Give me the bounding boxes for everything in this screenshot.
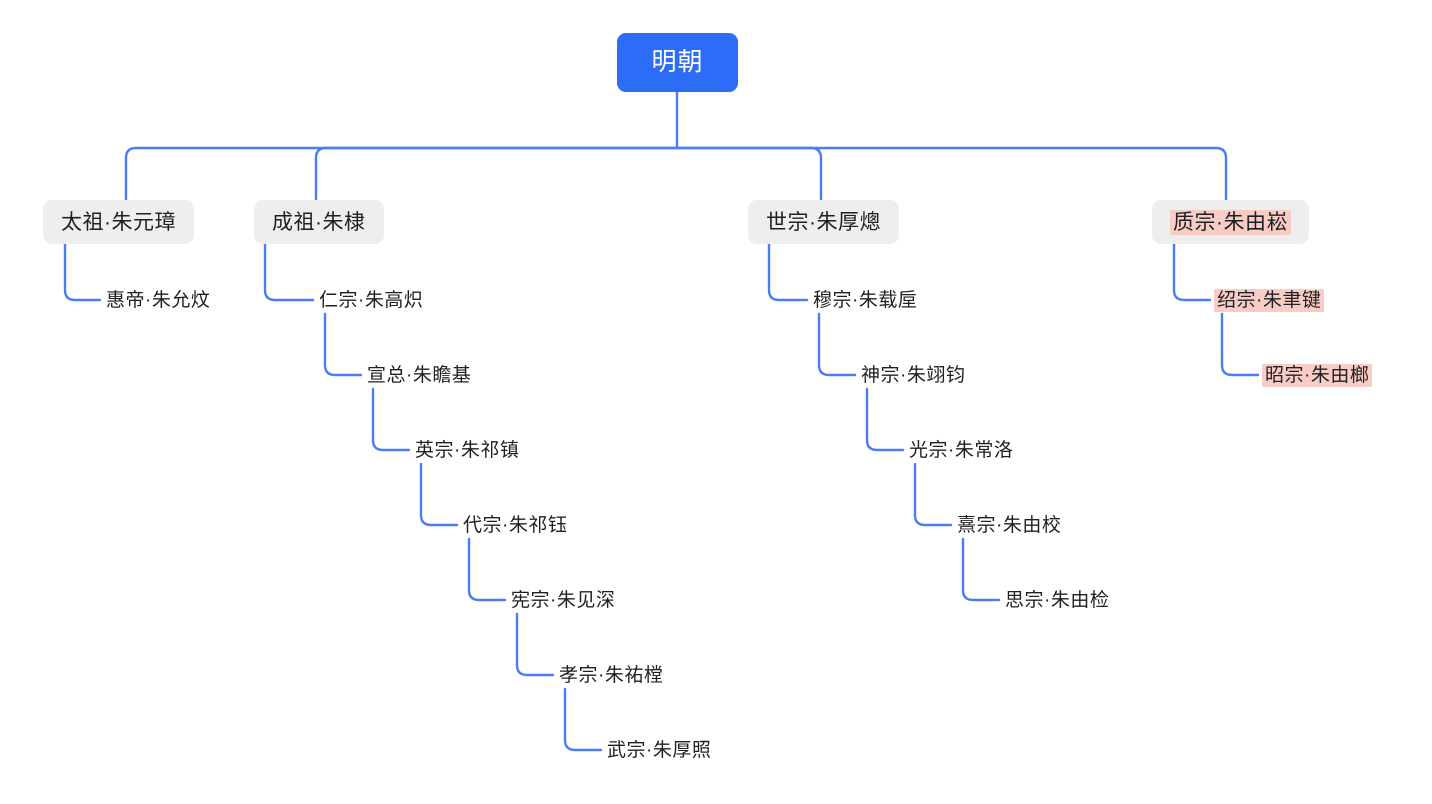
- wire-b2c6-b2c7: [563, 687, 603, 752]
- node-wuzong[interactable]: 武宗·朱厚照: [607, 736, 711, 764]
- node-guangzong[interactable]: 光宗·朱常洛: [909, 436, 1013, 464]
- node-muzong-label: 穆宗·朱载垕: [813, 289, 918, 311]
- node-wuzong-label: 武宗·朱厚照: [607, 739, 712, 761]
- wire-b4-b4c1: [1172, 242, 1212, 302]
- node-daizong[interactable]: 代宗·朱祁钰: [463, 511, 567, 539]
- node-xiaozong-label: 孝宗·朱祐樘: [559, 664, 664, 686]
- node-yingzong-label: 英宗·朱祁镇: [415, 439, 520, 461]
- node-shenzong[interactable]: 神宗·朱翊钧: [861, 361, 965, 389]
- node-yingzong[interactable]: 英宗·朱祁镇: [415, 436, 519, 464]
- node-root[interactable]: 明朝: [617, 33, 738, 92]
- node-renzong[interactable]: 仁宗·朱高炽: [319, 286, 423, 314]
- node-taizu[interactable]: 太祖·朱元璋: [43, 200, 194, 244]
- node-zhaozong-label: 昭宗·朱由榔: [1262, 363, 1373, 387]
- wire-b3-b3c1: [767, 242, 809, 302]
- node-sizong-label: 思宗·朱由检: [1005, 589, 1110, 611]
- wire-b3c1-b3c2: [817, 312, 857, 377]
- wire-b2c3-b2c4: [419, 462, 459, 527]
- node-shizong[interactable]: 世宗·朱厚熜: [748, 200, 899, 244]
- node-xizong[interactable]: 熹宗·朱由校: [957, 511, 1061, 539]
- node-xuanzong[interactable]: 宣总·朱瞻基: [367, 361, 471, 389]
- wire-b3c3-b3c4: [913, 462, 953, 527]
- node-chengzu[interactable]: 成祖·朱棣: [254, 200, 384, 244]
- wire-b2c2-b2c3: [371, 387, 411, 452]
- node-shaozong-label: 绍宗·朱聿键: [1214, 288, 1325, 312]
- wire-b2c1-b2c2: [323, 312, 363, 377]
- node-xuanzong-label: 宣总·朱瞻基: [367, 364, 472, 386]
- node-daizong-label: 代宗·朱祁钰: [463, 514, 568, 536]
- wire-b2c4-b2c5: [467, 537, 507, 602]
- node-muzong[interactable]: 穆宗·朱载垕: [813, 286, 917, 314]
- node-xianzong[interactable]: 宪宗·朱见深: [511, 586, 615, 614]
- wire-b1-b1c1: [63, 242, 102, 302]
- node-taizu-label: 太祖·朱元璋: [61, 210, 176, 234]
- wire-bus-b3: [675, 146, 823, 202]
- node-root-label: 明朝: [651, 48, 704, 76]
- wire-bus-left: [124, 146, 679, 202]
- wire-b3c2-b3c3: [865, 387, 905, 452]
- wire-bus-b2: [314, 146, 679, 202]
- node-xiaozong[interactable]: 孝宗·朱祐樘: [559, 661, 663, 689]
- wire-b3c4-b3c5: [961, 537, 1001, 602]
- node-zhizong-label: 质宗·朱由崧: [1170, 209, 1291, 235]
- node-chengzu-label: 成祖·朱棣: [272, 210, 366, 234]
- node-huidi-label: 惠帝·朱允炆: [106, 289, 211, 311]
- node-huidi[interactable]: 惠帝·朱允炆: [106, 286, 210, 314]
- node-shizong-label: 世宗·朱厚熜: [766, 210, 881, 234]
- node-xianzong-label: 宪宗·朱见深: [511, 589, 616, 611]
- wire-bus-right: [675, 146, 1228, 202]
- node-zhizong[interactable]: 质宗·朱由崧: [1152, 200, 1309, 244]
- node-xizong-label: 熹宗·朱由校: [957, 514, 1062, 536]
- node-shenzong-label: 神宗·朱翊钧: [861, 364, 966, 386]
- node-sizong[interactable]: 思宗·朱由检: [1005, 586, 1109, 614]
- wire-b2-b2c1: [263, 242, 315, 302]
- node-renzong-label: 仁宗·朱高炽: [319, 289, 424, 311]
- wire-b4c1-b4c2: [1220, 312, 1260, 377]
- node-zhaozong[interactable]: 昭宗·朱由榔: [1262, 361, 1373, 389]
- node-shaozong[interactable]: 绍宗·朱聿键: [1214, 286, 1325, 314]
- wire-b2c5-b2c6: [515, 612, 555, 677]
- node-guangzong-label: 光宗·朱常洛: [909, 439, 1014, 461]
